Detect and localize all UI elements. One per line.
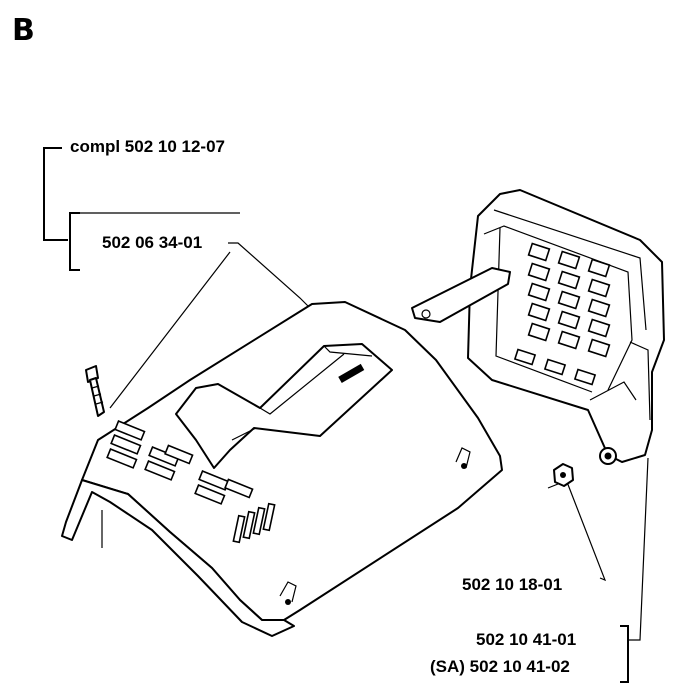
bracket-guard	[620, 625, 629, 683]
label-kit-complete: compl 502 10 12-07	[70, 137, 225, 156]
bracket-cover-group	[69, 212, 80, 271]
cylinder-cover	[61, 301, 503, 637]
leader-guard	[628, 457, 649, 641]
fan-guard-grille	[513, 242, 611, 386]
bracket-kit	[43, 147, 68, 241]
leader-cover	[228, 242, 317, 315]
section-letter: B	[12, 13, 35, 48]
label-cover-part: 502 06 34-01	[102, 233, 202, 252]
fan-guard-mounting-tab	[411, 267, 511, 323]
label-guard-part-sa: (SA) 502 10 41-02	[430, 657, 570, 676]
cylinder-cover-skirt	[61, 479, 295, 637]
nut	[547, 463, 574, 489]
leader-screw	[109, 251, 231, 409]
cylinder-cover-ridge	[175, 343, 393, 469]
cylinder-cover-body	[81, 301, 503, 621]
fan-guard	[411, 189, 665, 465]
label-guard-part: 502 10 41-01	[476, 630, 576, 649]
label-nut-part: 502 10 18-01	[462, 575, 562, 594]
cover-screw	[85, 365, 105, 417]
leader-nut	[566, 481, 607, 582]
cylinder-cover-vents	[106, 420, 276, 544]
